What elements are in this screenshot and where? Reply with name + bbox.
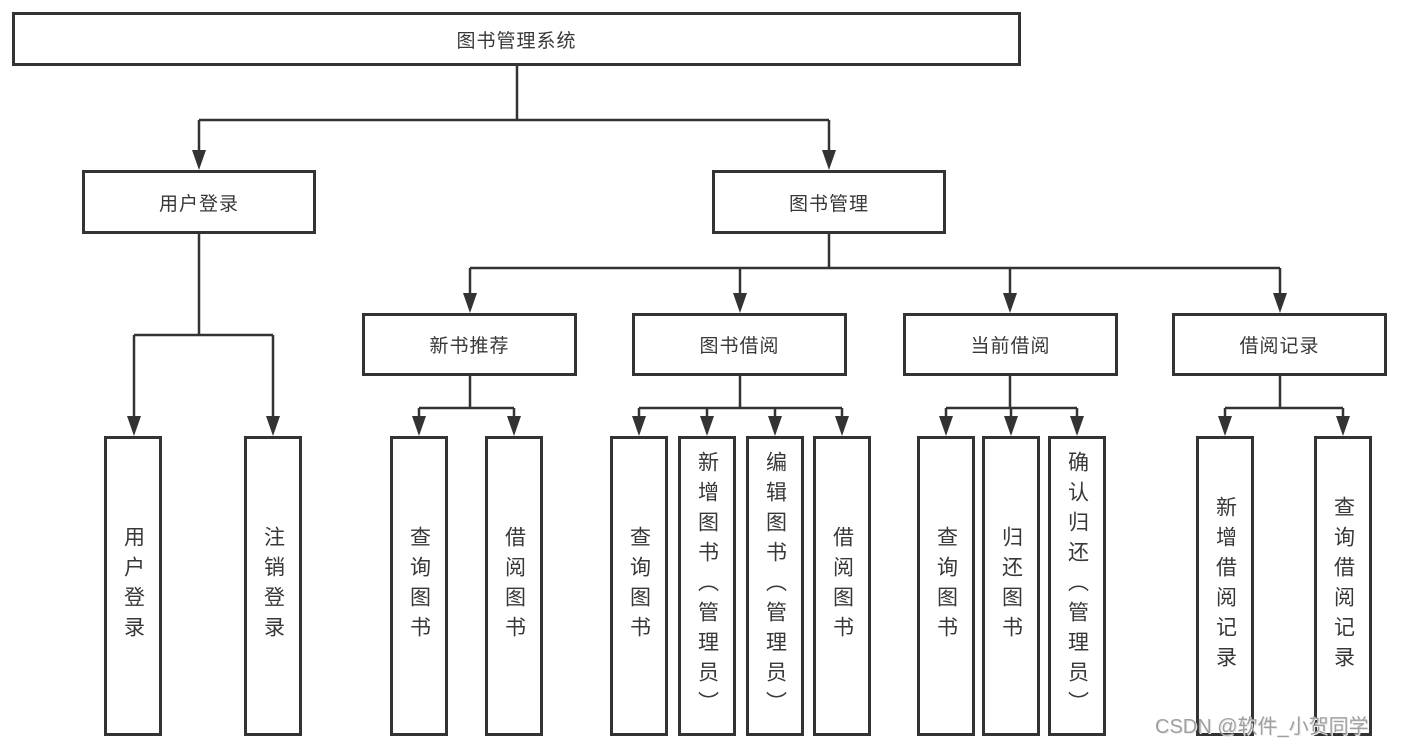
arrowhead [1070,416,1084,436]
arrowhead [1336,416,1350,436]
node-book-management: 图书管理 [712,170,946,234]
leaf-confirm-return-admin-label: 确认归还（管理员） [1065,451,1089,721]
arrowhead [1004,416,1018,436]
node-borrow-records: 借阅记录 [1172,313,1387,376]
leaf-add-books-admin-label: 新增图书（管理员） [695,451,719,721]
leaf-query-books-borrow: 查询图书 [610,436,668,736]
node-library-management-system: 图书管理系统 [12,12,1021,66]
arrowhead [192,150,206,170]
leaf-query-books-borrow-label: 查询图书 [627,526,651,646]
arrowhead [463,293,477,313]
leaf-borrow-books-label: 借阅图书 [830,526,854,646]
arrowhead [768,416,782,436]
node-book-borrow-label: 图书借阅 [699,336,780,357]
node-library-management-system-label: 图书管理系统 [456,30,577,52]
leaf-logout-label: 注销登录 [261,526,285,646]
node-book-borrow: 图书借阅 [632,313,847,376]
leaf-query-books-current: 查询图书 [917,436,975,736]
leaf-user-login-label: 用户登录 [121,526,145,646]
leaf-borrow-books: 借阅图书 [813,436,871,736]
leaf-edit-books-admin-label: 编辑图书（管理员） [763,451,787,721]
leaf-return-books: 归还图书 [982,436,1040,736]
arrowhead [507,416,521,436]
leaf-return-books-label: 归还图书 [999,526,1023,646]
leaf-logout: 注销登录 [244,436,302,736]
arrowhead [939,416,953,436]
arrowhead [127,416,141,436]
node-new-book-recommend: 新书推荐 [362,313,577,376]
arrowhead [412,416,426,436]
leaf-add-books-admin: 新增图书（管理员） [678,436,736,736]
arrowhead [1273,293,1287,313]
arrowhead [632,416,646,436]
arrowheads [127,150,1350,436]
node-current-borrow: 当前借阅 [903,313,1118,376]
arrowhead [700,416,714,436]
leaf-confirm-return-admin: 确认归还（管理员） [1048,436,1106,736]
leaf-query-borrow-record-label: 查询借阅记录 [1331,496,1355,676]
leaf-add-borrow-record: 新增借阅记录 [1196,436,1254,736]
arrowhead [1218,416,1232,436]
node-user-login: 用户登录 [82,170,316,234]
leaf-edit-books-admin: 编辑图书（管理员） [746,436,804,736]
node-user-login-label: 用户登录 [158,193,239,215]
leaf-query-books-recommend-label: 查询图书 [407,526,431,646]
leaf-query-borrow-record: 查询借阅记录 [1314,436,1372,736]
arrowhead [266,416,280,436]
leaf-query-books-recommend: 查询图书 [390,436,448,736]
leaf-user-login: 用户登录 [104,436,162,736]
node-current-borrow-label: 当前借阅 [970,336,1051,357]
leaf-borrow-books-recommend: 借阅图书 [485,436,543,736]
node-book-management-label: 图书管理 [788,193,869,215]
csdn-watermark: CSDN @软件_小贺同学 [1155,716,1369,738]
node-new-book-recommend-label: 新书推荐 [429,336,510,357]
arrowhead [1003,293,1017,313]
leaf-add-borrow-record-label: 新增借阅记录 [1213,496,1237,676]
arrowhead [822,150,836,170]
leaf-borrow-books-recommend-label: 借阅图书 [502,526,526,646]
arrowhead [835,416,849,436]
arrowhead [733,293,747,313]
leaf-query-books-current-label: 查询图书 [934,526,958,646]
node-borrow-records-label: 借阅记录 [1239,336,1320,357]
connector-path [132,65,1345,418]
